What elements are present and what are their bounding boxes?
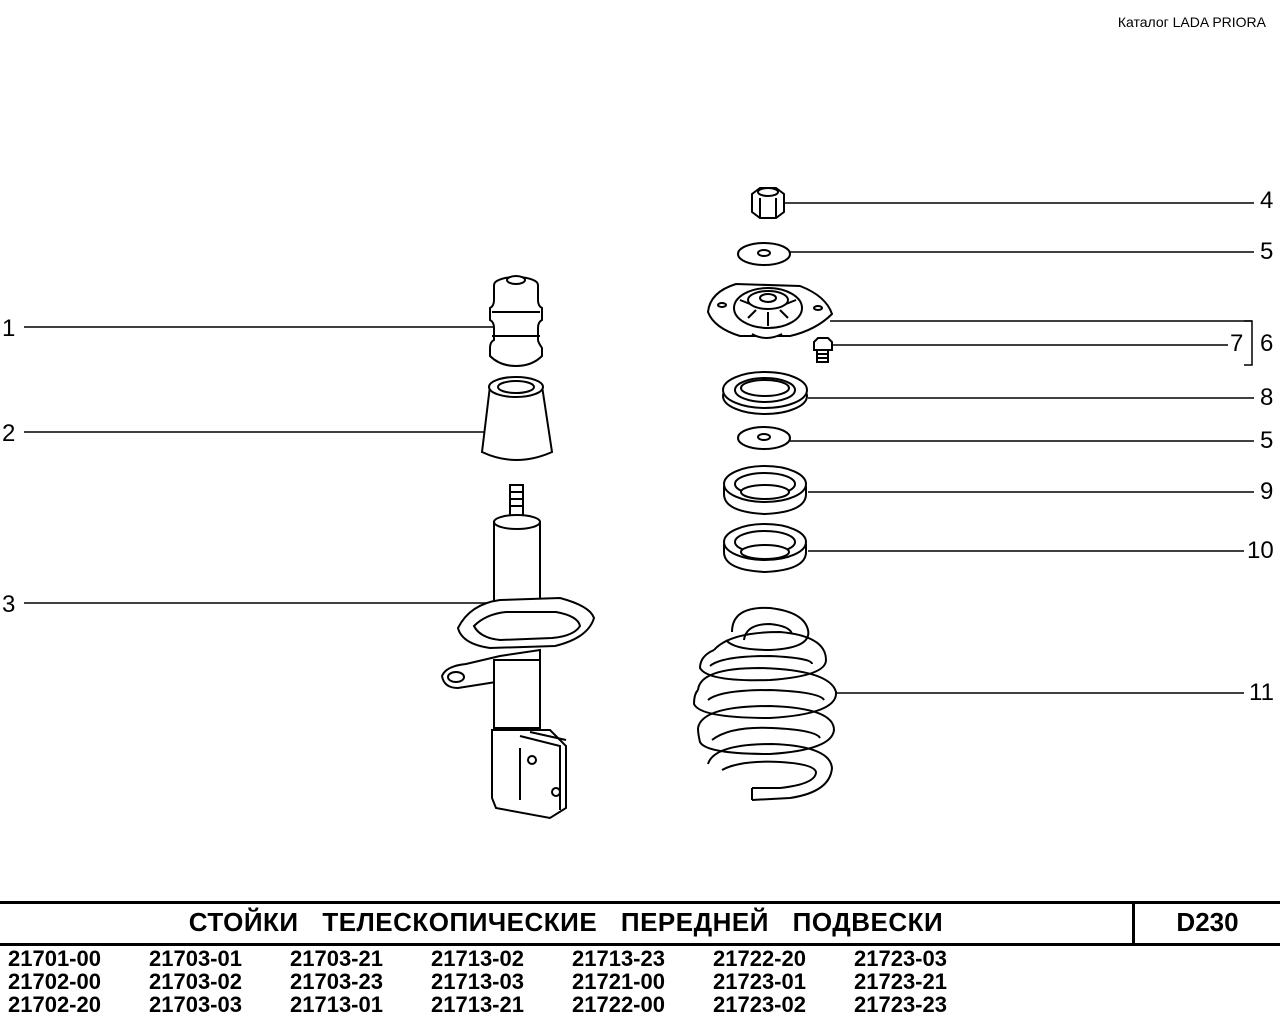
model-code: 21703-21	[290, 946, 383, 971]
bump-stop-part	[489, 275, 543, 368]
model-code: 21722-00	[572, 992, 665, 1017]
callout-5-lower: 5	[1260, 427, 1274, 454]
callout-6: 6	[1260, 330, 1274, 357]
bearing-part	[722, 371, 808, 415]
callout-9: 9	[1260, 478, 1274, 505]
nut-part	[751, 187, 785, 219]
callout-11: 11	[1249, 679, 1274, 706]
bracket-6-7	[1244, 320, 1253, 366]
catalog-header: Каталог LADA PRIORA	[1117, 14, 1266, 30]
model-code: 21702-20	[8, 992, 101, 1017]
callout-2: 2	[2, 420, 16, 447]
model-code: 21703-02	[149, 969, 242, 994]
washer-part-lower	[737, 426, 791, 450]
model-code: 21713-21	[431, 992, 524, 1017]
top-mount-part	[706, 282, 834, 339]
model-code: 21713-03	[431, 969, 524, 994]
model-code: 21723-02	[713, 992, 806, 1017]
spring-insulator-part	[723, 523, 807, 574]
callout-5-upper: 5	[1260, 238, 1274, 265]
callout-7: 7	[1230, 330, 1244, 357]
model-code: 21713-01	[290, 992, 383, 1017]
callout-1: 1	[2, 315, 16, 342]
model-code: 21723-01	[713, 969, 806, 994]
footer-mid-rule	[0, 943, 1280, 946]
model-code: 21723-23	[854, 992, 947, 1017]
model-code: 21713-23	[572, 946, 665, 971]
parts-diagram	[24, 187, 1254, 820]
bolt-part	[813, 337, 833, 363]
model-code: 21713-02	[431, 946, 524, 971]
page-title: СТОЙКИ ТЕЛЕСКОПИЧЕСКИЕ ПЕРЕДНЕЙ ПОДВЕСКИ	[188, 907, 944, 937]
model-code: 21703-03	[149, 992, 242, 1017]
washer-part-upper	[737, 242, 791, 266]
page-code: D230	[1176, 907, 1239, 937]
footer-divider	[1132, 902, 1135, 946]
model-code: 21723-21	[854, 969, 947, 994]
callout-10: 10	[1247, 537, 1274, 564]
callout-3: 3	[2, 591, 16, 618]
model-code: 21701-00	[8, 946, 101, 971]
dust-boot-part	[480, 376, 554, 461]
model-code: 21721-00	[572, 969, 665, 994]
upper-spring-seat-part	[723, 465, 807, 516]
strut-part	[440, 484, 596, 820]
model-code: 21722-20	[713, 946, 806, 971]
coil-spring-part	[692, 606, 838, 801]
model-code: 21702-00	[8, 969, 101, 994]
callout-4: 4	[1260, 187, 1274, 214]
model-codes: 21701-00 21703-01 21703-21 21713-02 2171…	[8, 947, 995, 1016]
footer-top-rule	[0, 901, 1280, 904]
callout-8: 8	[1260, 384, 1274, 411]
model-code: 21703-01	[149, 946, 242, 971]
model-code: 21703-23	[290, 969, 383, 994]
model-code: 21723-03	[854, 946, 947, 971]
